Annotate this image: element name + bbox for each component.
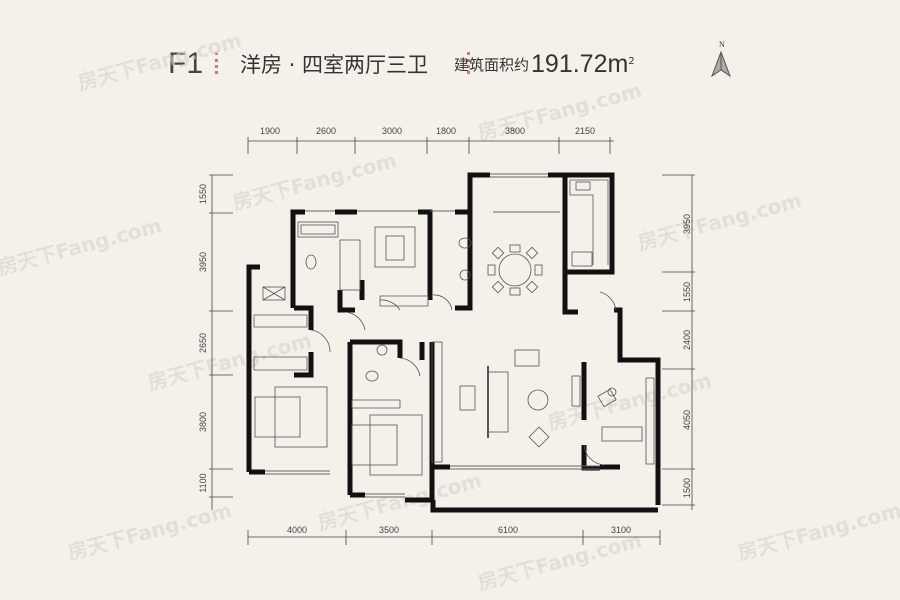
dim-top: 2150	[575, 126, 595, 136]
shaft-icon	[262, 286, 286, 301]
wardrobe-icon	[379, 295, 429, 307]
kitchen-counter-icon	[569, 179, 609, 265]
dim-top: 3000	[382, 126, 402, 136]
toilet-icon	[365, 370, 379, 382]
watermark: 房天下Fang.com	[0, 213, 164, 280]
watermark: 房天下Fang.com	[75, 28, 244, 95]
watermark: 房天下Fang.com	[230, 148, 399, 215]
dim-left: 2650	[198, 333, 208, 353]
dim-right: 1550	[682, 282, 692, 302]
armchair-icon	[459, 385, 476, 411]
dining-chairs	[487, 244, 543, 296]
armchair-icon	[528, 426, 550, 448]
desk-icon	[601, 426, 643, 442]
toilet-icon	[305, 254, 317, 270]
door-swing	[599, 291, 617, 311]
dim-top: 1900	[260, 126, 280, 136]
dim-bottom: 6100	[498, 525, 518, 535]
wardrobe-icon	[253, 314, 308, 371]
bed-icon	[374, 226, 416, 268]
fridge-icon	[571, 251, 593, 267]
coffee-table-icon	[527, 389, 549, 411]
dim-left: 3800	[198, 412, 208, 432]
watermark: 房天下Fang.com	[145, 328, 314, 395]
door-swing	[379, 299, 401, 311]
dining-table-icon	[498, 253, 532, 287]
dim-left: 3950	[198, 252, 208, 272]
seal-mark	[467, 52, 473, 74]
kitchen-sink-icon	[575, 181, 591, 191]
furniture	[253, 179, 655, 476]
dim-bottom: 3500	[379, 525, 399, 535]
dim-right: 2400	[682, 330, 692, 350]
cabinet-icon	[571, 375, 581, 407]
watermark: 房天下Fang.com	[735, 498, 900, 565]
wardrobe-icon	[351, 399, 401, 409]
watermark: 房天下Fang.com	[475, 78, 644, 145]
door-swing	[344, 311, 366, 331]
bed-icon	[369, 414, 423, 476]
plan-code: F1	[168, 47, 204, 80]
plan-type-title: 洋房 · 四室两厅三卫	[240, 53, 429, 77]
dim-top: 1800	[436, 126, 456, 136]
dim-left: 1100	[198, 473, 208, 492]
door-swing	[310, 329, 331, 353]
dim-bottom: 3100	[611, 525, 631, 535]
rug-icon	[514, 349, 540, 367]
sink-icon	[376, 344, 388, 356]
watermark: 房天下Fang.com	[475, 528, 644, 595]
dim-right: 3950	[682, 214, 692, 234]
watermark: 房天下Fang.com	[635, 188, 804, 255]
area-value: 191.72m	[531, 49, 629, 78]
vanity-icon	[339, 239, 361, 291]
area-unit-superscript: 2	[628, 55, 635, 67]
dim-bottom: 4000	[287, 525, 307, 535]
seal-mark	[215, 52, 221, 74]
area-label: 建筑面积约	[454, 55, 530, 74]
door-swing	[399, 357, 421, 377]
north-compass: N	[710, 40, 732, 78]
door-swing	[432, 294, 453, 311]
toilet-icon	[458, 237, 472, 249]
sink-icon	[459, 269, 471, 281]
closet-icon	[431, 341, 443, 463]
building-area: 建筑面积约 191.72m 2	[454, 44, 635, 84]
dim-top: 2600	[316, 126, 336, 136]
dim-right: 1500	[682, 478, 692, 498]
chair-icon	[597, 388, 617, 408]
watermark: 房天下Fang.com	[65, 498, 234, 565]
dim-top: 3800	[505, 126, 525, 136]
watermark: 房天下Fang.com	[315, 468, 484, 535]
bathtub-icon	[297, 221, 339, 238]
compass-north-label: N	[719, 40, 725, 49]
windows	[265, 173, 600, 498]
dim-right: 4050	[682, 410, 692, 430]
dimension-lines	[209, 137, 695, 545]
dim-left: 1550	[198, 184, 208, 204]
dimension-labels: 1900 2600 3000 1800 3800 2150 4000 3500 …	[198, 126, 692, 535]
door-swing	[583, 444, 605, 466]
sofa-icon	[487, 371, 509, 433]
bookshelf-icon	[645, 377, 655, 465]
bed-icon	[274, 386, 328, 448]
